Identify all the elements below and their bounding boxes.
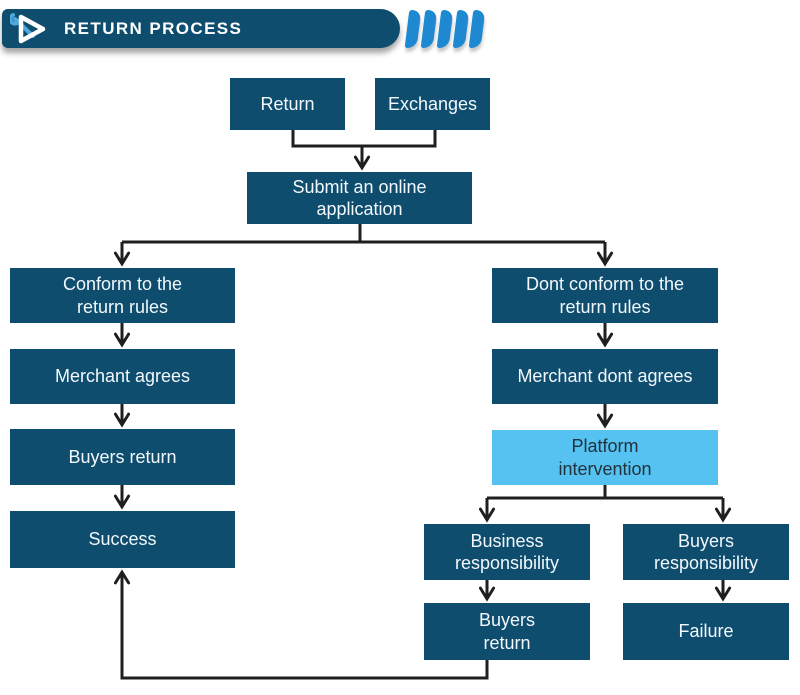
banner-bar xyxy=(420,9,438,48)
node-buyers-return-right: Buyers return xyxy=(424,603,590,660)
banner-decor-bars xyxy=(404,9,486,48)
node-buyers-responsibility: Buyers responsibility xyxy=(623,524,789,580)
tools-logo-icon xyxy=(10,12,46,43)
node-buyers-return-left: Buyers return xyxy=(10,429,235,485)
banner-bar xyxy=(452,9,470,48)
node-submit-application: Submit an online application xyxy=(247,172,472,224)
banner-bar xyxy=(468,9,486,48)
node-failure: Failure xyxy=(623,603,789,660)
node-platform-intervention: Platform intervention xyxy=(492,430,718,485)
node-return: Return xyxy=(230,78,345,130)
banner-bar xyxy=(436,9,454,48)
node-dont-conform-rules: Dont conform to the return rules xyxy=(492,268,718,323)
node-merchant-dont-agrees: Merchant dont agrees xyxy=(492,349,718,404)
page-title: RETURN PROCESS xyxy=(64,18,243,38)
node-conform-rules: Conform to the return rules xyxy=(10,268,235,323)
node-success: Success xyxy=(10,511,235,568)
node-merchant-agrees: Merchant agrees xyxy=(10,349,235,404)
node-business-responsibility: Business responsibility xyxy=(424,524,590,580)
node-exchanges: Exchanges xyxy=(375,78,490,130)
header-banner: RETURN PROCESS xyxy=(2,9,400,48)
banner-bar xyxy=(404,9,422,48)
